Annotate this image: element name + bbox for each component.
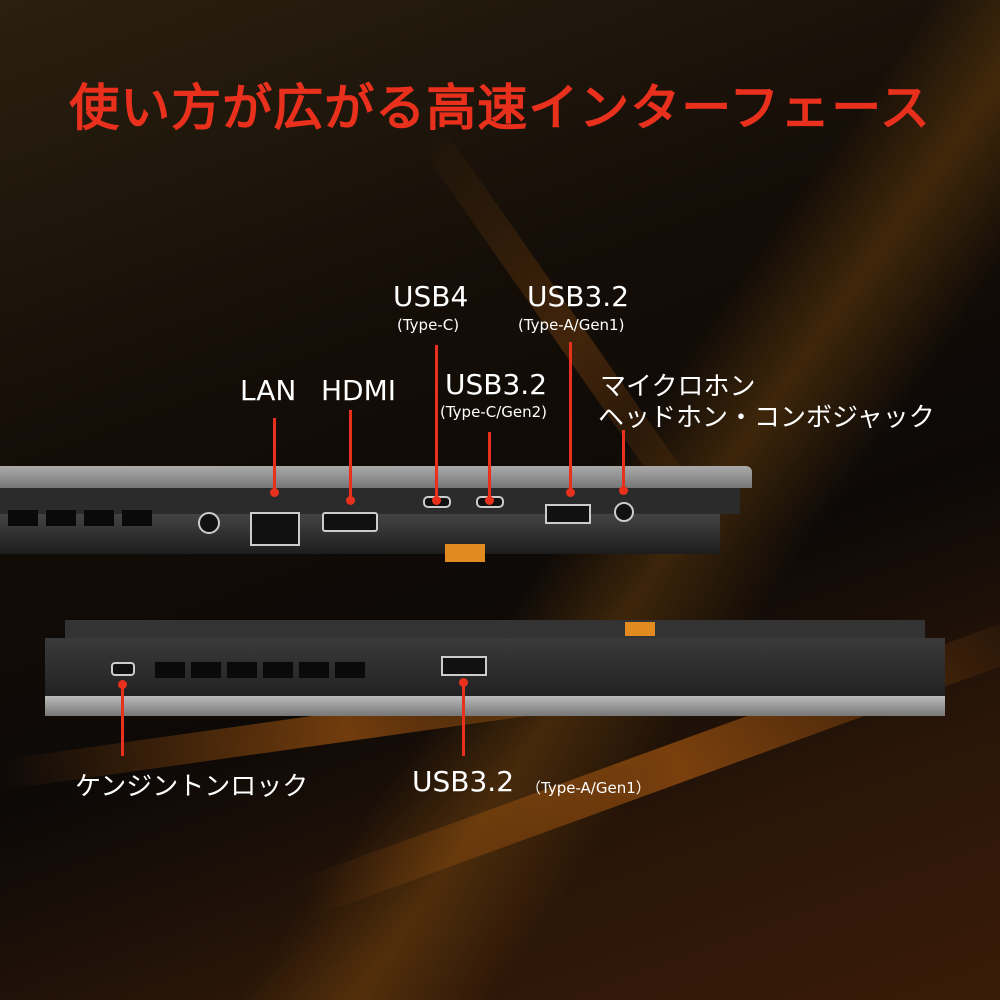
kensington-slot [111, 662, 135, 676]
label-usb32-bottom: USB3.2 [412, 765, 515, 798]
callout-line [488, 432, 491, 500]
callout-dot [270, 488, 279, 497]
label-usb32-bottom-sub: （Type-A/Gen1） [526, 779, 651, 797]
label-audio-line2: ヘッドホン・コンボジャック [598, 403, 935, 433]
lan-port [250, 512, 300, 546]
power-port [198, 512, 220, 534]
label-usb32-c-sub: (Type-C/Gen2) [440, 403, 547, 421]
label-lan: LAN [240, 374, 297, 407]
usb-a-port [441, 656, 487, 676]
callout-dot [346, 496, 355, 505]
callout-line [569, 342, 572, 492]
callout-dot [485, 496, 494, 505]
callout-line [622, 430, 625, 490]
label-hdmi: HDMI [321, 374, 397, 407]
callout-dot [566, 488, 575, 497]
label-usb32-c: USB3.2 [445, 368, 548, 401]
laptop-right-side [45, 620, 945, 716]
label-usb32-a-sub: (Type-A/Gen1) [518, 316, 625, 334]
label-kensington: ケンジントンロック [75, 772, 309, 802]
callout-line [435, 345, 438, 500]
usb-a-port [545, 504, 591, 524]
callout-line [349, 410, 352, 500]
label-audio-line1: マイクロホン [600, 372, 756, 402]
callout-line [462, 682, 465, 756]
callout-line [121, 682, 124, 756]
label-usb32-a: USB3.2 [527, 280, 630, 313]
page-title: 使い方が広がる高速インターフェース [69, 79, 931, 137]
laptop-left-side [0, 466, 765, 562]
hdmi-port [322, 512, 378, 532]
callout-dot [619, 486, 628, 495]
label-usb4-sub: (Type-C) [397, 316, 460, 334]
audio-jack [614, 502, 634, 522]
label-usb4: USB4 [393, 280, 469, 313]
callout-dot [118, 680, 127, 689]
callout-line [273, 418, 276, 494]
callout-dot [432, 496, 441, 505]
callout-dot [459, 678, 468, 687]
